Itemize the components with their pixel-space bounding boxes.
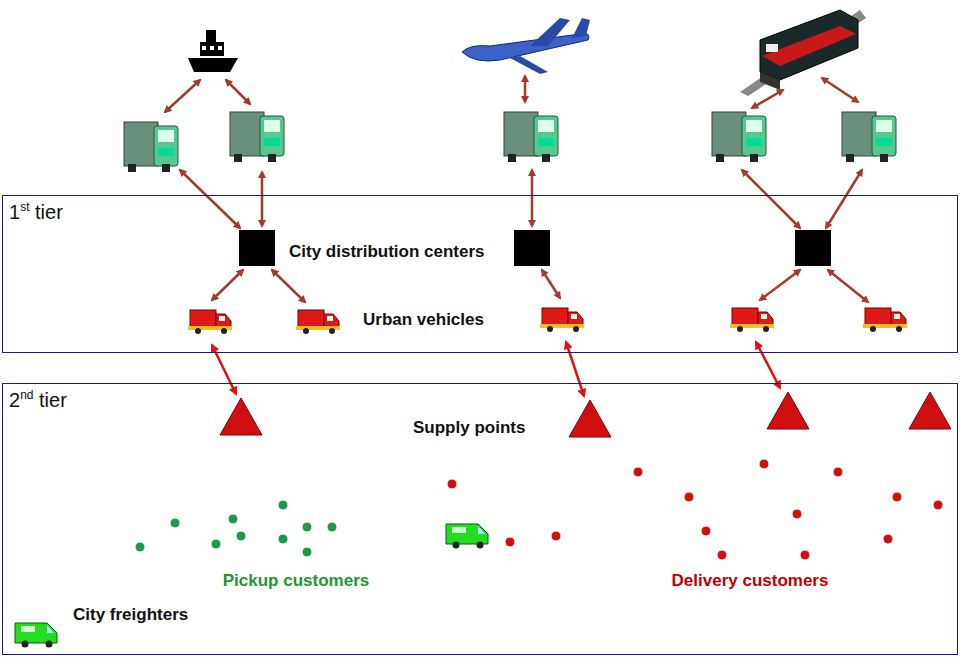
train-icon	[740, 10, 866, 96]
distribution-center-squares	[239, 230, 831, 266]
truck-icons	[124, 112, 896, 172]
flow-arrows	[165, 76, 868, 302]
pickup-label: Pickup customers	[223, 571, 369, 591]
ship-icon	[188, 30, 238, 72]
supply-point-triangles	[220, 392, 951, 437]
tier-band: 1st tier	[2, 195, 958, 353]
supply-arrows	[212, 342, 780, 396]
plane-icon	[462, 18, 590, 74]
freighter-label: City freighters	[73, 605, 188, 625]
vehicle-label: Urban vehicles	[363, 310, 484, 330]
tier-title: 2nd tier	[9, 388, 67, 412]
supply-label: Supply points	[413, 418, 525, 438]
center-label: City distribution centers	[289, 242, 485, 262]
pickup-customer-dots	[135, 500, 337, 557]
city-freighter-icons	[15, 524, 488, 648]
urban-vehicle-icons	[188, 308, 907, 334]
tier-title: 1st tier	[9, 200, 63, 224]
delivery-customer-dots	[447, 459, 943, 560]
delivery-label: Delivery customers	[672, 571, 829, 591]
